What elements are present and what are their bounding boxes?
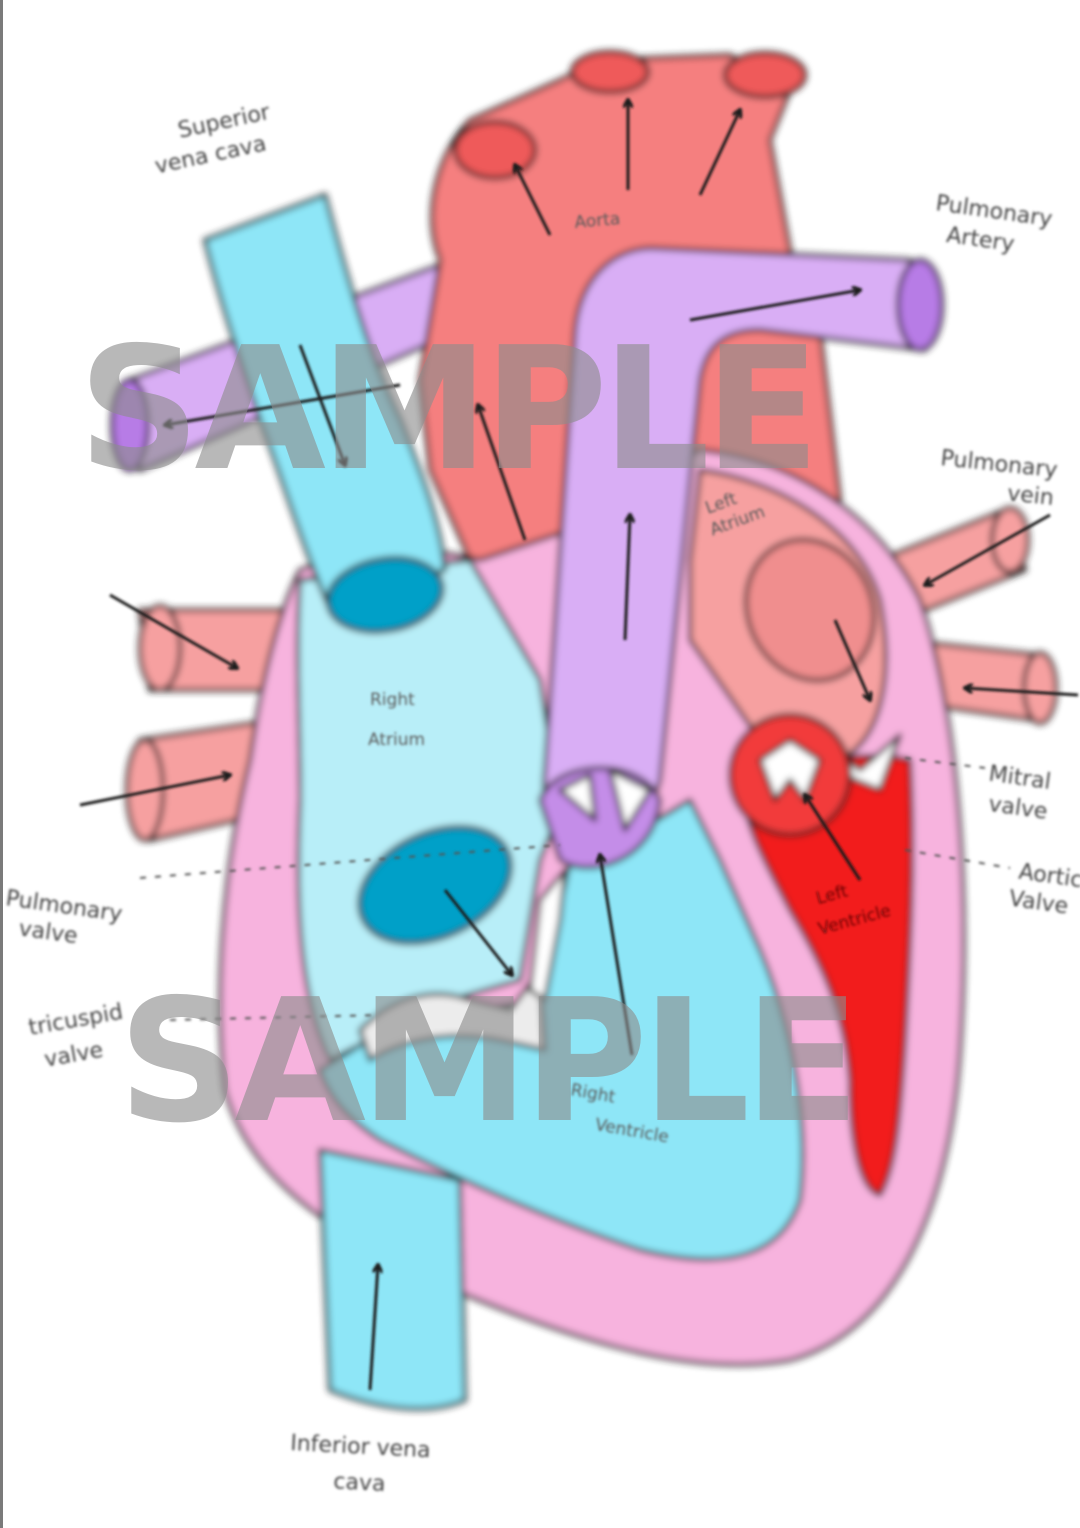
- aorta-branch-opening-2: [570, 50, 650, 94]
- page-edge-line: [0, 0, 3, 1528]
- pulmonary-valve-cusps: [558, 768, 652, 832]
- inferior-vena-cava: [318, 1148, 467, 1411]
- flow-arrow-ivc: [368, 1265, 378, 1391]
- flow-arrow-vein-left-upper: [109, 593, 237, 668]
- leader-tricuspid-valve: [169, 1014, 381, 1021]
- label-pulmonary-vein: Pulmonary vein: [936, 446, 1065, 512]
- left-pulmonary-artery-opening: [110, 378, 150, 472]
- label-aorta: Aorta: [574, 209, 621, 233]
- aorta-branch-opening-3: [723, 51, 807, 99]
- pulmonary-vein-right-upper-opening: [990, 506, 1030, 574]
- leader-pulmonary-valve: [139, 844, 561, 879]
- septum-flap: [528, 868, 567, 1002]
- watermark-upper: SAMPLE: [78, 311, 814, 509]
- flow-arrow-pulmonary-left: [165, 383, 401, 425]
- label-pulmonary-artery: Pulmonary Artery: [930, 191, 1061, 263]
- label-inferior-vena-cava: Inferior vena cava: [288, 1431, 438, 1500]
- tricuspid-valve-flap: [358, 968, 547, 1062]
- flow-arrow-pulmonary-right: [689, 290, 860, 322]
- label-pulmonary-valve: Pulmonary valve: [0, 886, 130, 956]
- left-ventricle: [738, 754, 915, 1197]
- inferior-opening: [357, 824, 513, 946]
- superior-vena-cava-opening: [325, 556, 445, 634]
- aorta-branch-opening-1: [453, 120, 537, 180]
- flow-arrow-pulmonary-trunk: [623, 515, 630, 641]
- label-right-atrium: Right Atrium: [368, 690, 425, 750]
- flow-arrow-vein-right-lower: [965, 688, 1079, 697]
- flow-arrow-right-ventricle: [600, 855, 634, 1056]
- pulmonary-vein-right-lower-opening: [1022, 651, 1058, 725]
- flow-arrow-vein-left-lower: [79, 775, 230, 807]
- flow-arrow-aorta-1: [515, 165, 552, 236]
- watermark-lower: SAMPLE: [118, 963, 854, 1161]
- label-superior-vena-cava: Superior vena cava: [146, 99, 285, 180]
- label-mitral-valve: Mitral valve: [983, 762, 1059, 826]
- flow-arrow-vein-right-upper: [925, 513, 1051, 585]
- right-ventricle: [318, 798, 805, 1262]
- pulmonary-vein-left-lower-opening: [125, 738, 165, 842]
- flow-arrow-ascending-aorta: [478, 405, 527, 541]
- flow-arrow-aorta-3: [698, 110, 740, 196]
- pulmonary-artery-opening: [896, 258, 944, 352]
- flow-arrow-left-ventricle: [805, 795, 862, 881]
- left-atrium-inner: [744, 537, 876, 683]
- pulmonary-vein-left-upper-opening: [138, 604, 182, 692]
- flow-arrow-tricuspid: [443, 889, 512, 975]
- superior-vena-cava: [203, 193, 447, 612]
- leader-aortic-valve: [904, 849, 1011, 869]
- flow-arrow-svc: [298, 344, 345, 465]
- flow-arrow-left-atrium: [833, 619, 870, 700]
- label-aortic-valve: Aortic Valve: [1007, 859, 1080, 922]
